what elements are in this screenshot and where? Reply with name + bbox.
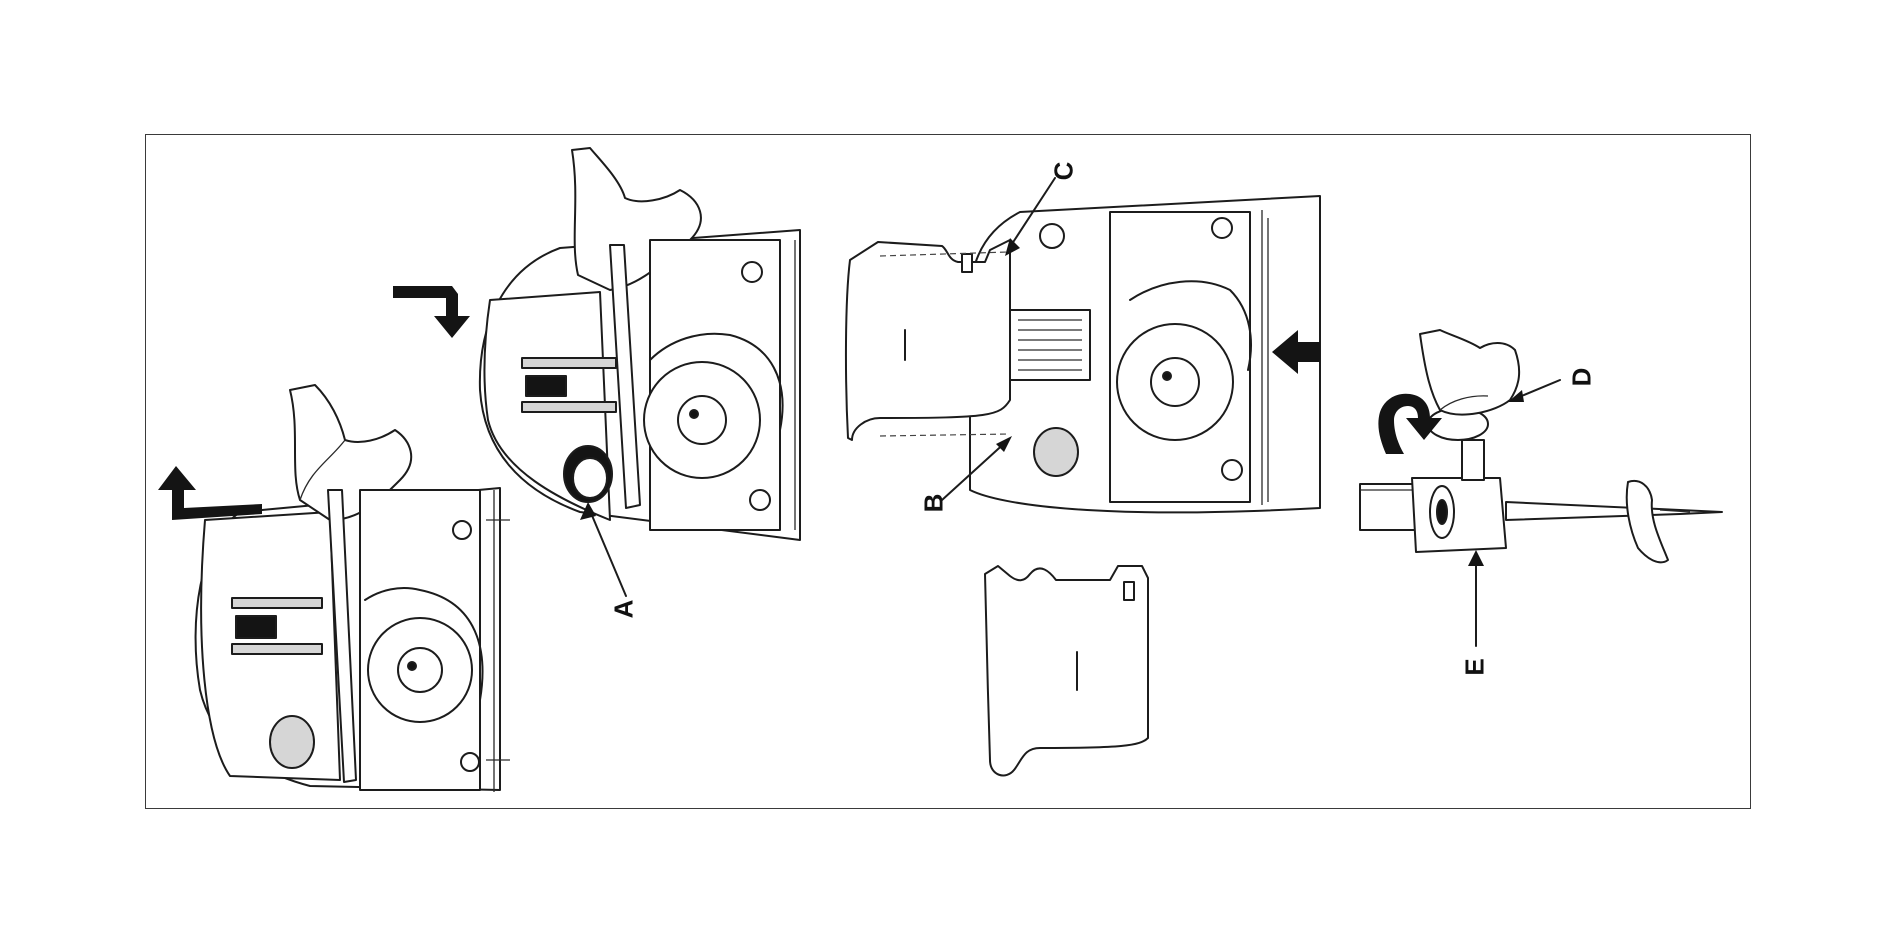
arrow-rotate-icon (1378, 394, 1442, 454)
label-c: C (1050, 162, 1076, 181)
label-b: B (920, 494, 946, 513)
panel-2-slide-plate (480, 148, 800, 540)
panel-1-remove-slide-plate (196, 385, 510, 792)
label-e: E (1462, 658, 1488, 675)
arrow-up-curved-icon (158, 466, 262, 520)
slide-plate-detached (985, 566, 1148, 775)
arrow-down-curved-icon (393, 286, 470, 338)
panel-3-needle-plate (846, 196, 1320, 512)
label-d: D (1568, 368, 1594, 387)
label-a: A (610, 600, 636, 619)
panel-4-needle-clamp (1360, 330, 1722, 562)
